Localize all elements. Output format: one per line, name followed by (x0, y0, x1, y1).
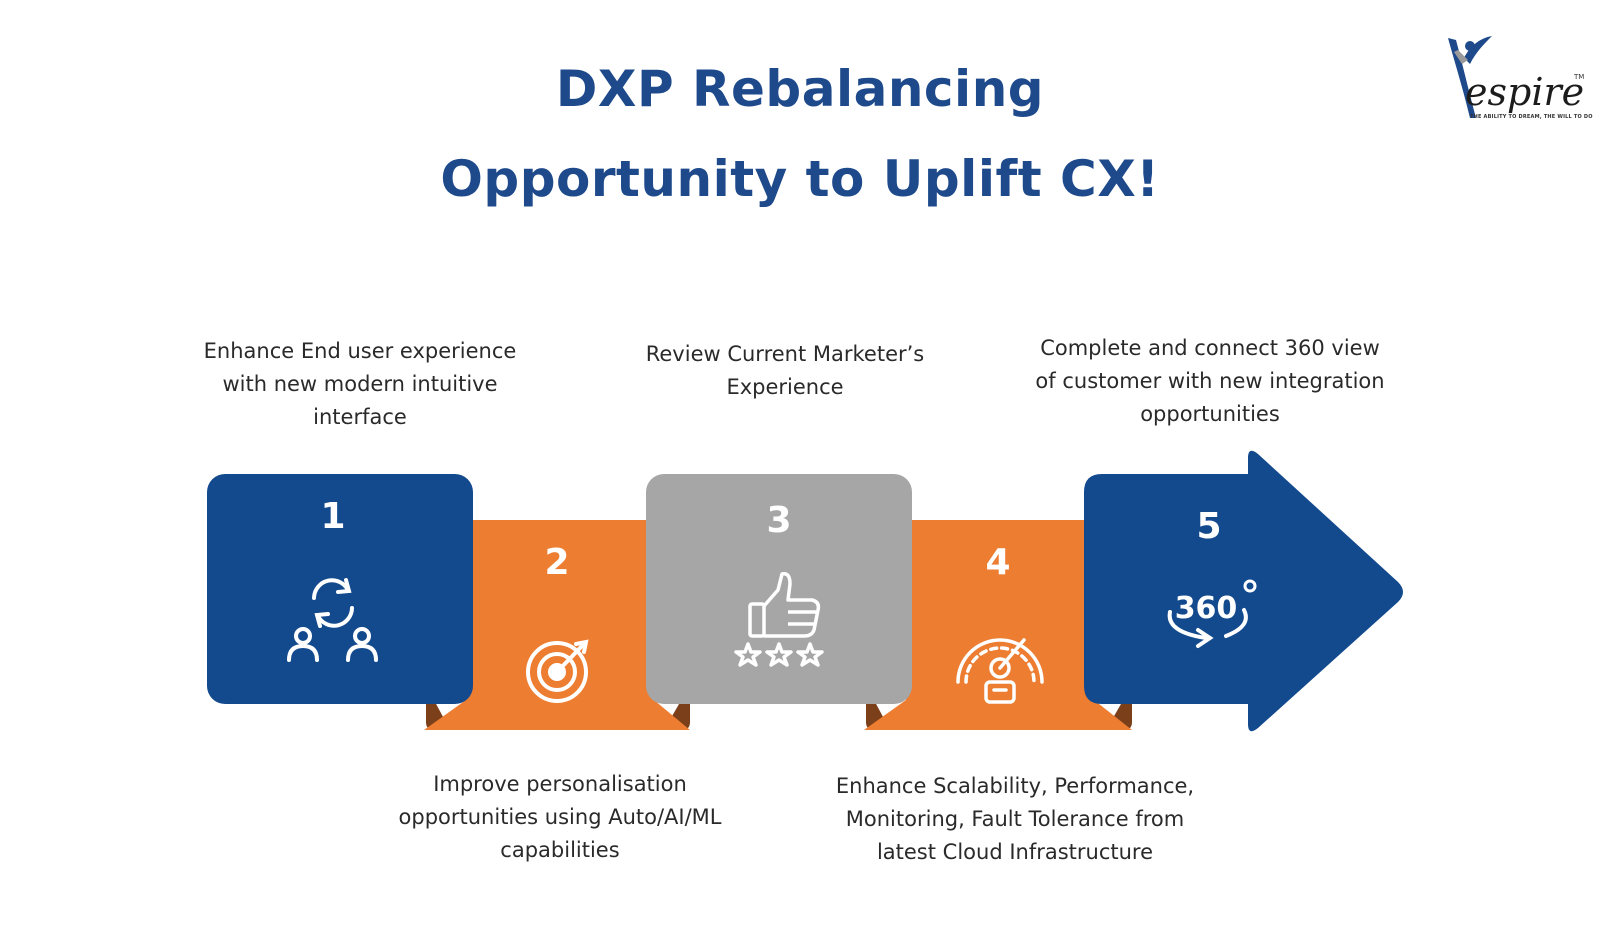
360-view-icon: 360 (1167, 579, 1257, 648)
step-1-number: 1 (320, 496, 345, 537)
step-1-description: Enhance End user experience with new mod… (203, 339, 517, 429)
title-line-2: Opportunity to Uplift CX! (440, 150, 1160, 208)
step-2-description: Improve personalisation opportunities us… (398, 772, 722, 862)
step-5-description: Complete and connect 360 view of custome… (1035, 336, 1385, 426)
step-4-description: Enhance Scalability, Performance, Monito… (835, 774, 1195, 864)
step-1-block (207, 474, 473, 704)
performance-gauge-icon (956, 638, 1044, 704)
thumbs-up-rating-icon (734, 571, 824, 667)
users-sync-icon (287, 578, 378, 662)
step-5-number: 5 (1196, 506, 1221, 547)
step-4-number: 4 (985, 542, 1010, 583)
logo-wordmark: espire (1465, 70, 1585, 114)
espire-logo-icon (1448, 36, 1492, 118)
trademark-mark: TM (1574, 73, 1584, 80)
step-5-arrow (1084, 450, 1403, 732)
svg-text:TM: TM (1574, 73, 1584, 80)
360-label: 360 (1175, 591, 1238, 626)
logo-tagline: THE ABILITY TO DREAM, THE WILL TO DO (1470, 114, 1593, 120)
title-line-1: DXP Rebalancing (555, 60, 1045, 118)
target-arrow-icon (526, 639, 589, 703)
step-2-number: 2 (544, 542, 569, 583)
step-3-number: 3 (766, 500, 791, 541)
step-3-description: Review Current Marketer’s Experience (645, 342, 925, 399)
